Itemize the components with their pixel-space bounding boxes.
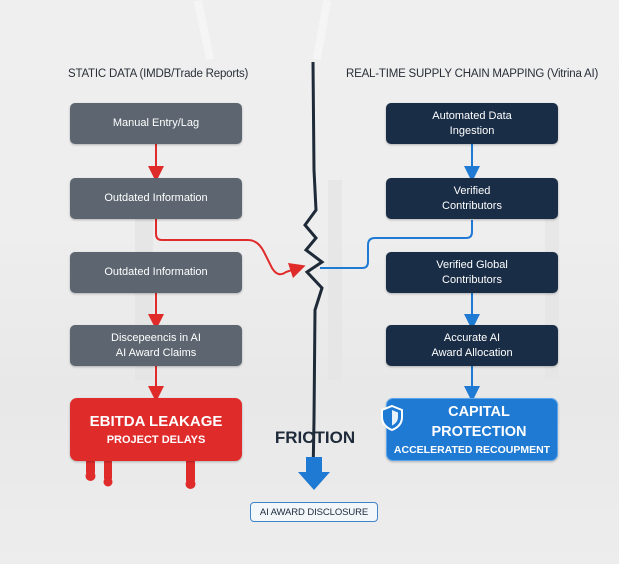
step-label: Verified Global (436, 258, 508, 271)
outcome-subtitle: PROJECT DELAYS (106, 433, 206, 446)
background-pillar (328, 180, 342, 380)
left-step-manual-entry: Manual Entry/Lag (70, 103, 242, 144)
step-label: Manual Entry/Lag (112, 117, 200, 129)
outcome-subtitle: ACCELERATED RECOUPMENT (393, 443, 551, 456)
step-label: Contributors (442, 199, 502, 212)
shield-icon (381, 404, 403, 432)
right-step-accurate-allocation: Accurate AI Award Allocation (386, 325, 558, 366)
left-outcome-ebitda-leakage: EBITDA LEAKAGE PROJECT DELAYS (70, 398, 242, 461)
step-label: Contributors (442, 273, 502, 286)
step-label: Accurate AI (443, 331, 501, 344)
right-step-verified-global: Verified Global Contributors (386, 252, 558, 293)
outcome-title: CAPITAL PROTECTION (431, 403, 527, 440)
step-label: Award Allocation (431, 346, 513, 359)
friction-label: FRICTION (274, 428, 356, 447)
ai-award-disclosure-box: AI AWARD DISCLOSURE (250, 502, 378, 522)
right-step-verified-contributors: Verified Contributors (386, 178, 558, 219)
right-column-title: REAL-TIME SUPPLY CHAIN MAPPING (Vitrina … (346, 68, 599, 80)
step-label: Automated Data (432, 109, 512, 122)
step-label: Outdated Information (104, 192, 208, 204)
step-label: Discepeencis in AI (111, 331, 201, 344)
outcome-title: EBITDA LEAKAGE (89, 412, 223, 430)
left-column-title: STATIC DATA (IMDB/Trade Reports) (68, 68, 249, 80)
left-step-outdated-info-2: Outdated Information (70, 252, 242, 293)
step-label: Outdated Information (104, 266, 208, 278)
right-step-automated-ingestion: Automated Data Ingestion (386, 103, 558, 144)
left-step-discrepancies: Discepeencis in AI AI Award Claims (70, 325, 242, 366)
crack-line (303, 61, 325, 476)
left-step-outdated-info: Outdated Information (70, 178, 242, 219)
step-label: Ingestion (449, 124, 495, 137)
step-label: AI Award Claims (115, 346, 197, 359)
right-outcome-capital-protection: CAPITAL PROTECTION ACCELERATED RECOUPMEN… (386, 398, 558, 461)
down-arrow-icon (298, 457, 330, 490)
step-label: Verified (453, 184, 491, 197)
